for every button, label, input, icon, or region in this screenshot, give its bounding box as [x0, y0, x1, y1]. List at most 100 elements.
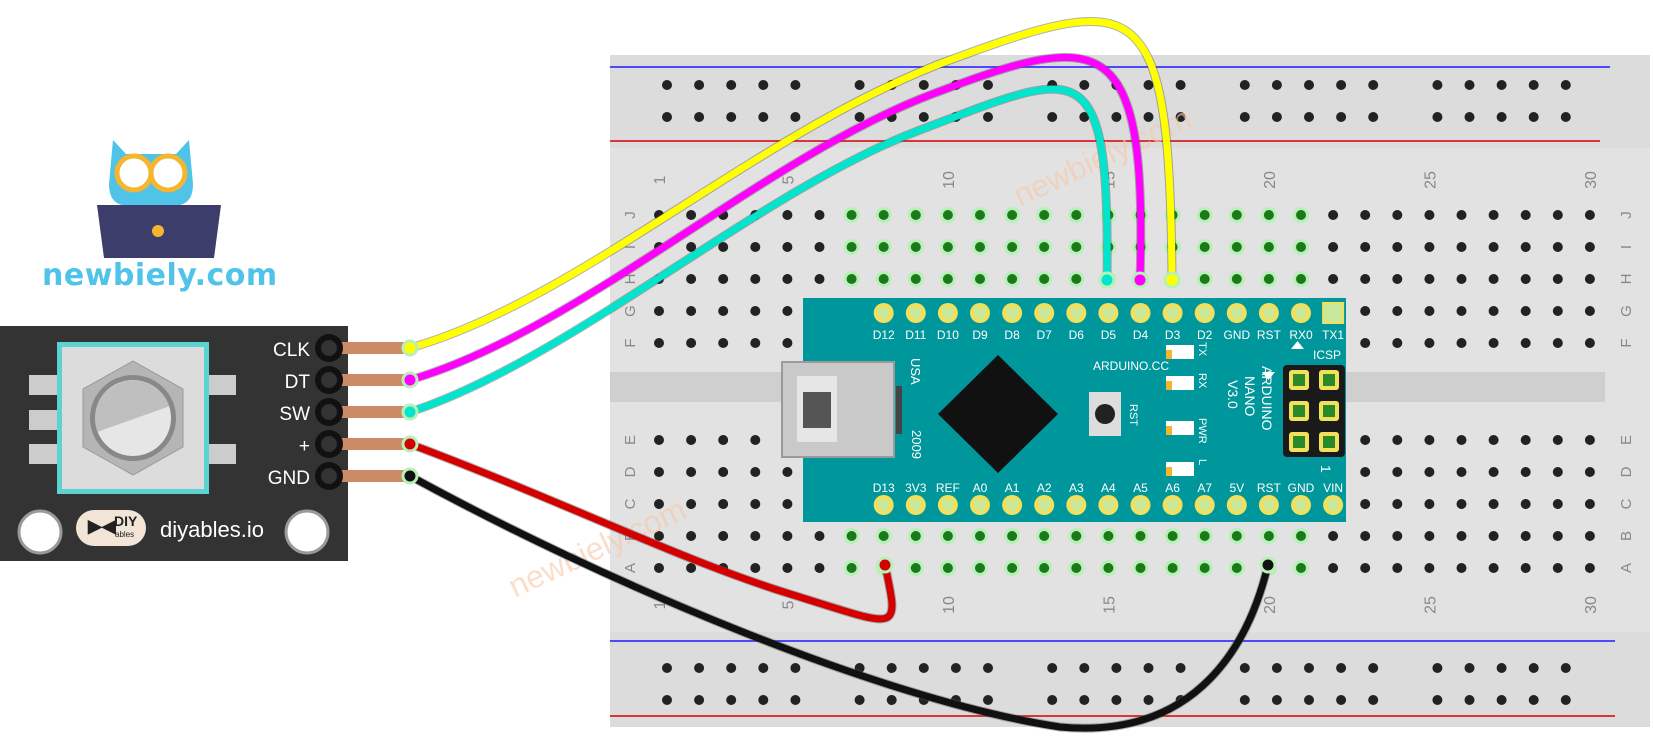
module-pins	[315, 334, 410, 490]
rail-hole	[758, 80, 769, 90]
icsp-pin-hole	[1293, 374, 1305, 386]
module-pin-leg	[322, 342, 410, 354]
rail-hole	[1143, 663, 1154, 673]
rail-hole	[1111, 112, 1122, 122]
nano-bottom-pin-label: A6	[1165, 481, 1180, 495]
breadboard-hole	[910, 563, 921, 573]
row-letter-left: I	[622, 245, 639, 249]
breadboard-hole	[750, 242, 761, 252]
breadboard-hole	[1552, 210, 1563, 220]
breadboard-hole	[718, 499, 729, 509]
breadboard-hole	[1424, 306, 1435, 316]
breadboard-hole	[1328, 274, 1339, 284]
owl-logo-icon	[97, 140, 221, 258]
breadboard-hole	[1360, 306, 1371, 316]
row-letter-right: B	[1618, 531, 1635, 541]
rail-hole	[854, 663, 865, 673]
nano-pin-hole	[974, 499, 986, 511]
breadboard-hole	[1296, 274, 1306, 284]
row-letter-left: A	[622, 563, 639, 573]
wire-end	[876, 556, 894, 574]
column-number-bottom: 30	[1583, 596, 1600, 614]
breadboard-hole	[750, 467, 761, 477]
breadboard-hole	[1392, 499, 1403, 509]
rail-hole	[918, 112, 929, 122]
breadboard-hole	[1231, 531, 1242, 541]
breadboard-hole	[782, 531, 793, 541]
breadboard-hole	[1071, 274, 1082, 284]
breadboard-hole	[718, 435, 729, 445]
rail-hole	[983, 695, 993, 705]
rail-hole	[1304, 663, 1314, 673]
nano-top-pin-label: TX1	[1322, 328, 1344, 342]
pin-label-clk: CLK	[273, 340, 310, 361]
module-pin-leg	[322, 374, 410, 386]
module-pin-hole	[321, 340, 337, 356]
rail-hole	[1560, 695, 1571, 705]
rail-hole	[1239, 80, 1250, 90]
breadboard-hole	[1488, 499, 1499, 509]
breadboard-hole	[1296, 242, 1306, 252]
breadboard-hole	[1424, 467, 1435, 477]
rail-hole	[854, 80, 865, 90]
nano-top-pin-label: D12	[873, 328, 895, 342]
rail-hole	[1560, 663, 1571, 673]
rail-hole	[1432, 663, 1443, 673]
breadboard-hole	[1392, 435, 1403, 445]
nano-top-pin-label: D5	[1101, 328, 1117, 342]
breadboard-hole	[718, 306, 729, 316]
rail-hole	[1047, 663, 1058, 673]
breadboard-hole	[782, 563, 793, 573]
brand-text[interactable]: diyables.io	[160, 517, 264, 542]
nano-pin-hole	[1166, 307, 1179, 319]
breadboard-hole	[1456, 210, 1467, 220]
breadboard-hole	[1520, 531, 1531, 541]
breadboard-hole	[1231, 210, 1242, 220]
rail-hole	[1528, 695, 1539, 705]
column-number-bottom: 5	[780, 600, 797, 609]
status-led-label: PWR	[1196, 418, 1208, 444]
row-letter-right: E	[1618, 435, 1635, 445]
rotary-encoder-module	[0, 326, 410, 561]
module-pin-leg	[322, 406, 410, 418]
breadboard-hole	[1584, 499, 1595, 509]
breadboard-hole	[1135, 531, 1146, 541]
breadboard-hole	[1520, 467, 1531, 477]
breadboard-hole	[718, 242, 729, 252]
vcc-wire	[406, 440, 896, 623]
row-letter-right: F	[1618, 338, 1635, 347]
module-pin-leg	[322, 470, 410, 482]
rail-hole	[790, 80, 801, 90]
nano-pin-hole	[1295, 307, 1307, 319]
column-number-top: 20	[1262, 171, 1279, 189]
breadboard-hole	[814, 274, 825, 284]
breadboard-hole	[1584, 467, 1595, 477]
breadboard-hole	[1456, 563, 1467, 573]
breadboard-hole	[1488, 210, 1499, 220]
rail-hole	[726, 80, 737, 90]
mounting-hole-right	[284, 509, 330, 555]
rail-hole	[886, 695, 897, 705]
wires	[401, 17, 1277, 733]
wire-end	[1163, 271, 1181, 289]
breadboard-hole	[1071, 210, 1082, 220]
breadboard-hole	[1520, 306, 1531, 316]
rail-hole	[983, 663, 993, 673]
rail-hole	[1464, 112, 1475, 122]
nano-bottom-pin-label: RST	[1257, 481, 1282, 495]
rail-hole	[790, 112, 801, 122]
rail-hole	[726, 663, 737, 673]
breadboard-hole	[814, 242, 825, 252]
nano-bottom-pin-label: A0	[973, 481, 988, 495]
breadboard-hole	[1552, 563, 1563, 573]
nano-pin-hole	[1166, 499, 1179, 511]
rail-hole	[758, 695, 769, 705]
status-led	[1166, 376, 1194, 390]
nano-top-pin-label: D3	[1165, 328, 1181, 342]
breadboard-hole	[975, 242, 985, 252]
breadboard-hole	[1424, 499, 1435, 509]
rail-hole	[1079, 112, 1090, 122]
logo-text[interactable]: newbiely.com	[42, 258, 278, 293]
breadboard-hole	[1488, 338, 1499, 348]
nano-pin-hole	[1038, 499, 1051, 511]
